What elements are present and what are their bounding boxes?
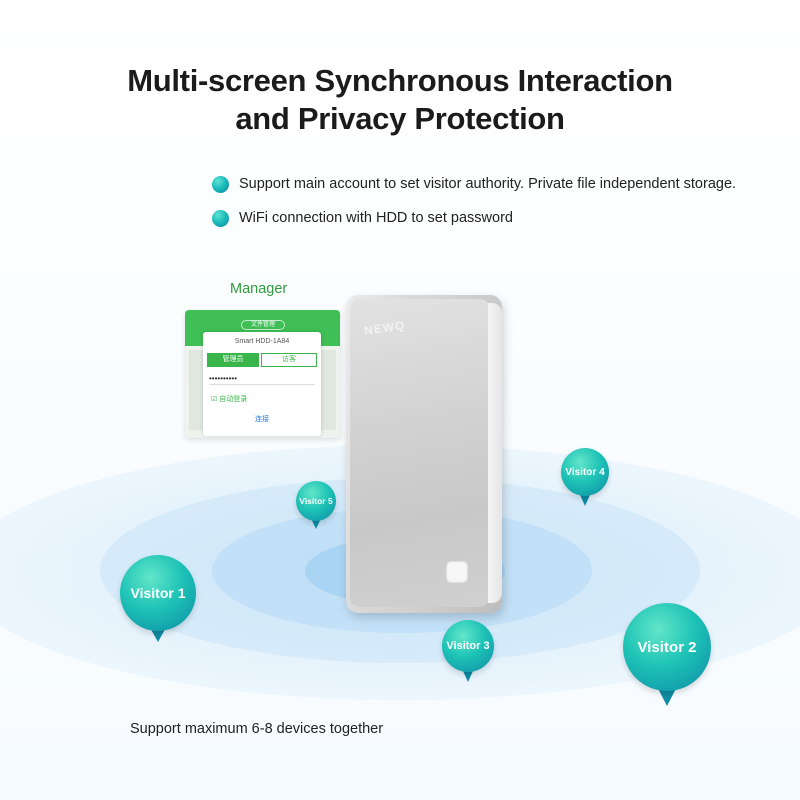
visitor-pin-3: Visitor 3 [442, 620, 494, 684]
connect-link: 连接 [255, 416, 269, 423]
visitor-pin-2: Visitor 2 [623, 603, 711, 707]
feature-text: Support main account to set visitor auth… [239, 176, 737, 192]
manager-phone-screenshot: 文件管理 Smart HDD-1A84 管理员 访客 •••••••••• ☑ … [185, 310, 340, 438]
title-line-2: and Privacy Protection [235, 101, 565, 136]
app-header-chip: 文件管理 [241, 320, 285, 330]
feature-list: Support main account to set visitor auth… [212, 168, 772, 236]
pin-circle: Visitor 4 [561, 448, 609, 496]
dialog-title: Smart HDD-1A84 [234, 338, 290, 345]
feature-item: WiFi connection with HDD to set password [212, 202, 772, 234]
hdd-edge [488, 303, 502, 603]
visitor-label: Visitor 5 [299, 496, 333, 506]
visitor-label: Visitor 4 [565, 466, 605, 478]
visitor-pin-4: Visitor 4 [561, 448, 609, 508]
visitor-pin-5: Visitor 5 [296, 481, 336, 531]
hdd-brand-logo: NEWQ [363, 318, 407, 338]
footer-note: Support maximum 6-8 devices together [130, 721, 384, 737]
title-line-1: Multi-screen Synchronous Interaction [127, 63, 673, 98]
hard-drive-device: NEWQ [346, 295, 502, 613]
visitor-pin-1: Visitor 1 [120, 555, 196, 645]
feature-item: Support main account to set visitor auth… [212, 168, 772, 200]
page-title: Multi-screen Synchronous Interaction and… [0, 62, 800, 138]
pin-circle: Visitor 2 [623, 603, 711, 691]
bullet-dot-icon [212, 175, 229, 193]
password-field: •••••••••• [209, 373, 315, 385]
hdd-power-button [446, 561, 468, 583]
tab-admin: 管理员 [207, 353, 259, 367]
auto-login-checkbox: ☑ 自动登录 [211, 396, 248, 403]
app-side-panel [320, 350, 336, 430]
visitor-label: Visitor 1 [130, 585, 186, 601]
manager-label: Manager [230, 281, 288, 297]
feature-text: WiFi connection with HDD to set password [239, 210, 513, 226]
bullet-dot-icon [212, 209, 229, 227]
visitor-label: Visitor 2 [637, 638, 697, 656]
pin-circle: Visitor 3 [442, 620, 494, 672]
tab-visitor: 访客 [261, 353, 317, 367]
app-side-panel [189, 350, 205, 430]
hdd-face: NEWQ [350, 299, 490, 607]
pin-circle: Visitor 1 [120, 555, 196, 631]
visitor-label: Visitor 3 [446, 640, 490, 652]
pin-circle: Visitor 5 [296, 481, 336, 521]
login-dialog: Smart HDD-1A84 管理员 访客 •••••••••• ☑ 自动登录 … [203, 332, 321, 436]
